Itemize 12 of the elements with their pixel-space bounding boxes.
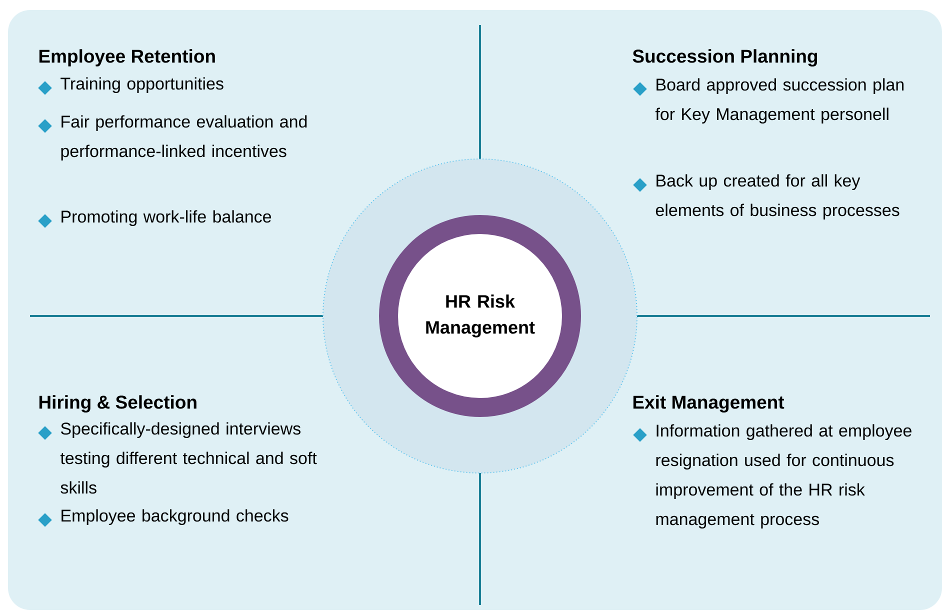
bullet-text: Training opportunities bbox=[60, 77, 224, 94]
bullet-text: Information gathered at employee resignation used for continuous improvement of the HR risk management process bbox=[656, 424, 912, 529]
bullet-text: Specifically-designed interviews testing different technical and soft skills bbox=[60, 422, 317, 494]
bullet-text: Back up created for all key elements of business processes bbox=[656, 174, 900, 220]
bullet-text: Fair performance evaluation and performance-linked incentives bbox=[61, 115, 307, 161]
bullet-text: Board approved succession plan for Key Management personell bbox=[655, 78, 904, 124]
section-heading: Succession Planning bbox=[632, 49, 818, 67]
section-heading: Employee Retention bbox=[39, 49, 215, 66]
bullet-text: Promoting work-life balance bbox=[62, 210, 272, 226]
section-heading: Exit Management bbox=[633, 395, 784, 412]
section-heading: Hiring & Selection bbox=[39, 395, 196, 412]
bullet-text: Employee background checks bbox=[62, 509, 288, 526]
